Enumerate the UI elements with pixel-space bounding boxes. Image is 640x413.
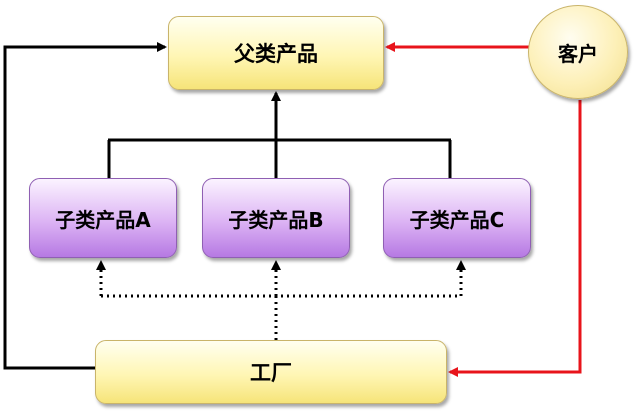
child-product-c-label: 子类产品C: [409, 207, 505, 232]
factory-to-parent-arrow: [3, 42, 167, 370]
parent-product-label: 父类产品: [234, 42, 318, 66]
parent-product-node: 父类产品: [168, 16, 384, 90]
customer-node: 客户: [528, 5, 628, 99]
child-product-a-label: 子类产品A: [55, 207, 151, 232]
child-product-c-node: 子类产品C: [383, 178, 531, 258]
child-product-b-node: 子类产品B: [202, 178, 350, 258]
customer-label: 客户: [558, 41, 598, 66]
customer-to-factory-arrow: [448, 100, 582, 377]
child-product-a-node: 子类产品A: [29, 178, 177, 258]
factory-label: 工厂: [250, 361, 292, 385]
child-product-b-label: 子类产品B: [228, 207, 324, 232]
factory-node: 工厂: [95, 340, 447, 404]
